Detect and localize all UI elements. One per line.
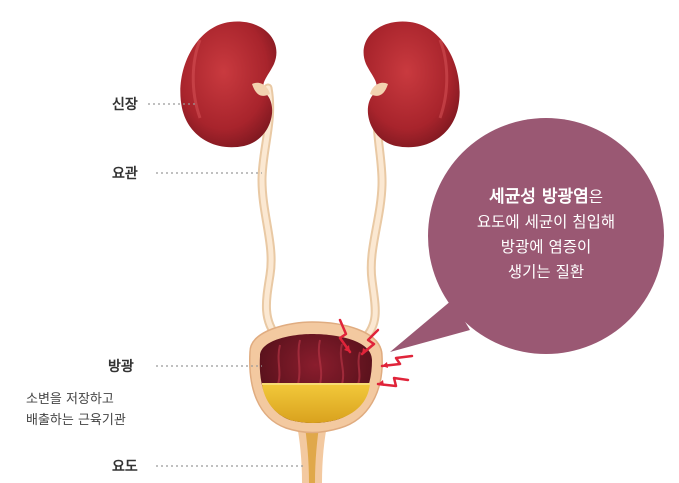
leader-lines <box>148 103 304 467</box>
urethra <box>296 420 328 483</box>
bubble-line-2: 요도에 세균이 침입해 <box>476 213 616 231</box>
ureters <box>257 83 387 343</box>
label-bladder-desc-1: 소변을 저장하고 <box>26 392 114 407</box>
inflammation-marks <box>338 318 414 388</box>
bubble-line-1: 세균성 방광염은 <box>436 185 656 210</box>
label-bladder-desc-2: 배출하는 근육기관 <box>26 413 126 428</box>
bubble-line-4: 생기는 질환 <box>507 263 585 281</box>
label-urethra: 요도 <box>112 459 138 475</box>
right-kidney <box>363 21 460 148</box>
speech-bubble <box>390 118 664 354</box>
bladder <box>249 318 414 434</box>
bubble-title: 세균성 방광염 <box>488 187 589 207</box>
bubble-title-suffix: 은 <box>588 188 604 206</box>
left-kidney <box>180 21 277 148</box>
label-kidney: 신장 <box>112 97 138 113</box>
bubble-text: 세균성 방광염은 요도에 세균이 침입해 방광에 염증이 생기는 질환 <box>436 185 656 285</box>
label-bladder: 방광 <box>108 359 134 375</box>
bubble-line-3: 방광에 염증이 <box>500 238 592 256</box>
label-ureter: 요관 <box>112 166 138 182</box>
